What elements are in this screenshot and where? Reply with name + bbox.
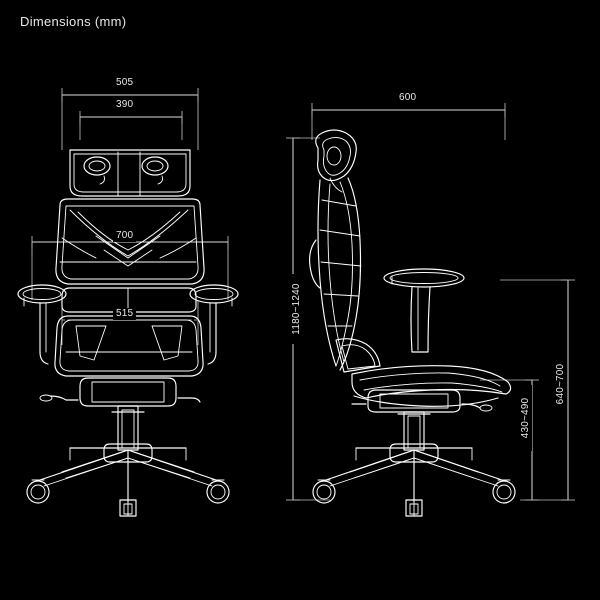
side-casters xyxy=(312,479,516,517)
side-backrest xyxy=(309,177,362,371)
front-base-star xyxy=(39,443,217,503)
dim-600 xyxy=(311,103,506,140)
side-seat xyxy=(351,365,512,407)
side-armrest xyxy=(383,268,465,353)
dim-label-600: 600 xyxy=(396,92,420,104)
side-base-star xyxy=(325,443,503,503)
dim-505 xyxy=(61,88,199,150)
dim-label-505: 505 xyxy=(113,77,137,89)
front-seat-base-mechanism xyxy=(39,377,201,407)
dim-label-390: 390 xyxy=(113,99,137,111)
front-casters xyxy=(26,479,230,517)
front-seat xyxy=(54,315,204,377)
page-title: Dimensions (mm) xyxy=(20,14,127,29)
front-armrest-right xyxy=(189,284,239,365)
side-lumbar-support xyxy=(335,338,381,373)
dim-label-overall-height: 1180~1240 xyxy=(291,274,303,344)
front-backrest xyxy=(55,198,205,285)
dim-label-seat-height: 430~490 xyxy=(520,385,532,451)
side-seat-mechanism xyxy=(351,389,493,413)
side-headrest xyxy=(315,129,357,193)
dim-390 xyxy=(79,111,183,140)
front-headrest xyxy=(69,149,191,197)
dim-label-armrest-height: 640~700 xyxy=(555,351,567,417)
front-armrest-left xyxy=(17,284,67,365)
dim-label-700: 700 xyxy=(113,230,137,242)
dim-label-515: 515 xyxy=(113,308,137,320)
